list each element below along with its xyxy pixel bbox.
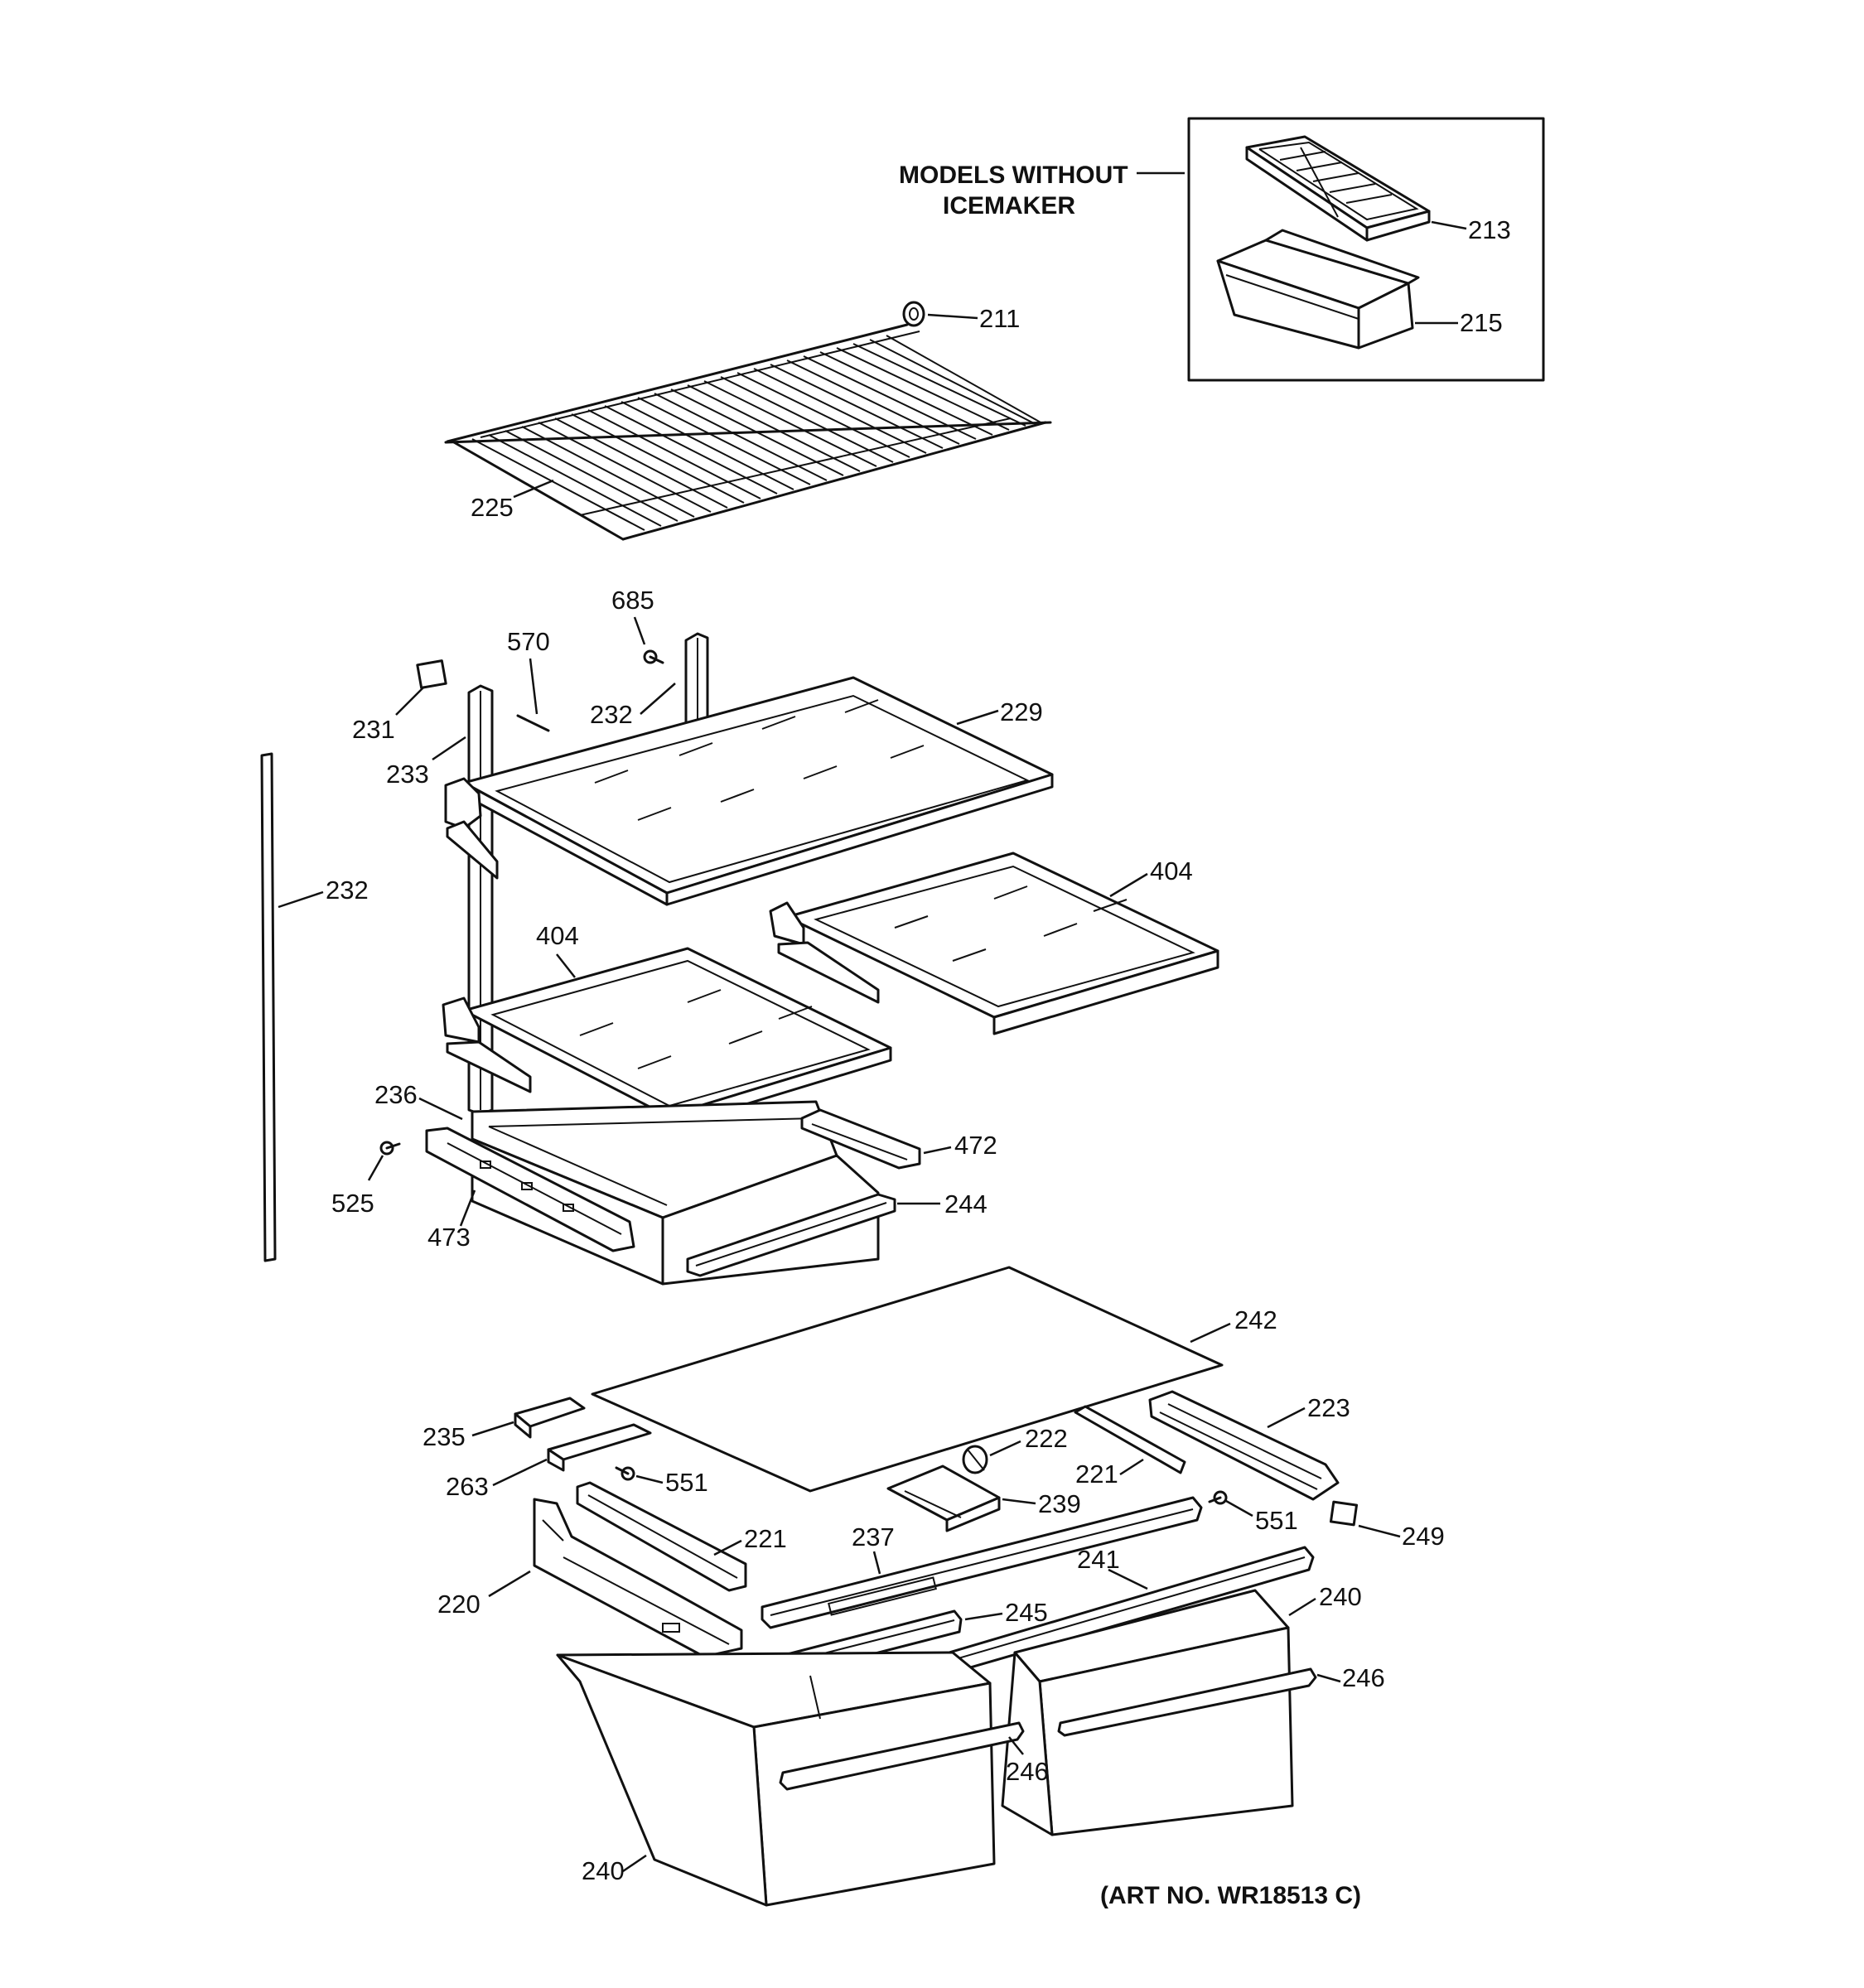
inset-heading-line2: ICEMAKER [943, 192, 1075, 220]
glass-shelf-404-right: 404 [769, 852, 1219, 1035]
callout-222: 222 [1025, 1424, 1068, 1453]
inset-heading-line1: MODELS WITHOUT [899, 162, 1128, 189]
callout-232-side: 232 [326, 876, 369, 905]
callout-240-left: 240 [582, 1856, 625, 1885]
icemaker-inset: MODELS WITHOUT ICEMAKER 213 215 [899, 117, 1545, 382]
right-rail-223: 223 [1148, 1390, 1350, 1501]
left-bracket-220: 221 220 [437, 1481, 787, 1658]
callout-551-right: 551 [1255, 1506, 1298, 1535]
callout-231: 231 [352, 715, 395, 744]
crisper-drawer-right: 240 246 [1001, 1582, 1385, 1836]
callout-213: 213 [1468, 215, 1511, 244]
front-rail-237: 237 [761, 1496, 1203, 1629]
callout-235: 235 [423, 1422, 466, 1451]
callout-237: 237 [852, 1522, 895, 1551]
callout-685: 685 [611, 586, 654, 615]
callout-236: 236 [374, 1080, 418, 1109]
inset-frame [1187, 117, 1545, 382]
callout-233: 233 [386, 760, 429, 789]
callout-232-top: 232 [590, 700, 633, 729]
callout-404-right: 404 [1150, 856, 1193, 885]
glass-shelf-229: 229 [444, 676, 1054, 906]
callout-225: 225 [471, 493, 514, 522]
callout-241: 241 [1077, 1545, 1120, 1574]
center-hardware: 222 221 239 551 551 249 [615, 1405, 1445, 1551]
callout-245: 245 [1005, 1598, 1048, 1627]
callout-215: 215 [1460, 308, 1503, 337]
callout-239: 239 [1038, 1489, 1081, 1518]
callout-242: 242 [1234, 1305, 1277, 1334]
callout-244: 244 [944, 1189, 988, 1218]
callout-221-right: 221 [1075, 1460, 1118, 1489]
meat-pan-assembly: 236 472 473 525 244 [331, 1080, 997, 1286]
crisper-drawer-left: 246 240 [556, 1651, 1049, 1907]
callout-570: 570 [507, 627, 550, 656]
callout-240-right: 240 [1319, 1582, 1362, 1611]
callout-221-left: 221 [744, 1524, 787, 1553]
callout-229: 229 [1000, 697, 1043, 726]
callout-246-left: 246 [1006, 1757, 1049, 1786]
crisper-cover-glass: 242 [591, 1266, 1277, 1493]
callout-220: 220 [437, 1590, 480, 1619]
small-rails-left: 235 263 [423, 1397, 652, 1501]
callout-263: 263 [446, 1472, 489, 1501]
ice-bin-part [1216, 229, 1420, 350]
callout-473: 473 [427, 1223, 471, 1252]
art-number: (ART NO. WR18513 C) [1100, 1882, 1361, 1909]
callout-525: 525 [331, 1189, 374, 1218]
callout-246-right: 246 [1342, 1663, 1385, 1692]
wire-shelf-part: 211 225 [444, 301, 1052, 541]
callout-249: 249 [1402, 1522, 1445, 1551]
ice-tray-part [1245, 135, 1431, 242]
callout-223: 223 [1307, 1393, 1350, 1422]
callout-551-left: 551 [665, 1468, 708, 1497]
callout-472: 472 [954, 1131, 997, 1160]
callout-211: 211 [979, 304, 1020, 333]
callout-404-left: 404 [536, 921, 579, 950]
